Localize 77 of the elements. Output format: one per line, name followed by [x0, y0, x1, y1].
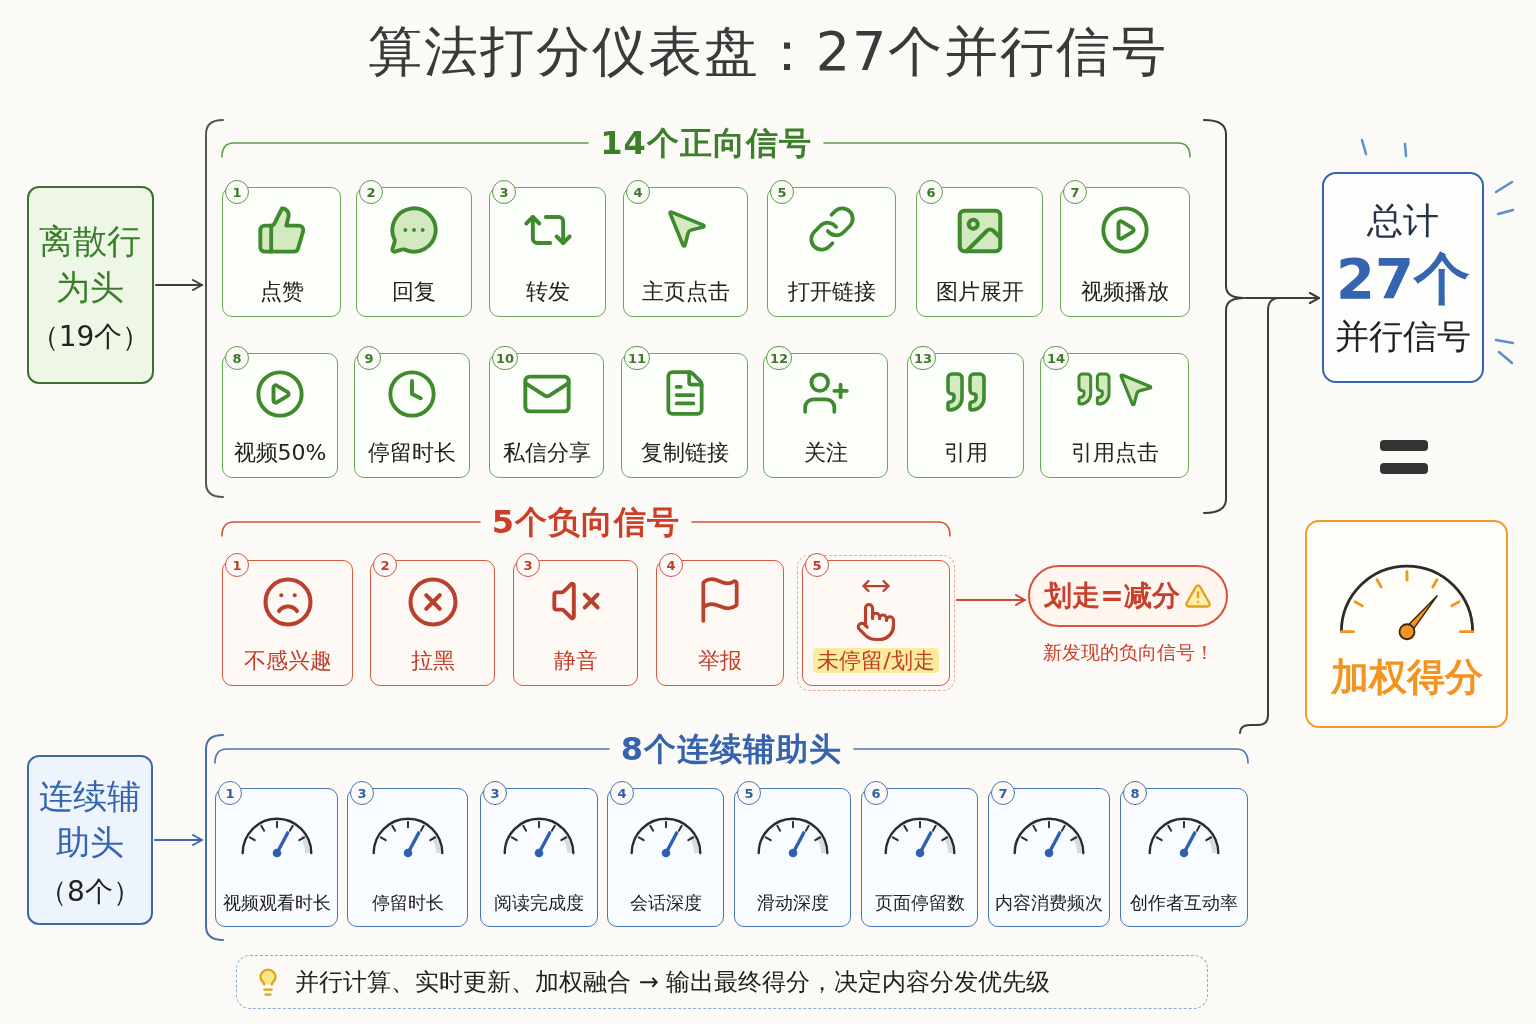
- head-count: （8个）: [39, 877, 141, 906]
- callout-number: 10: [492, 346, 519, 370]
- total-box: [1322, 172, 1484, 383]
- callout-number: 1: [225, 180, 249, 204]
- head-count: （19个）: [30, 322, 151, 351]
- signal-label: 点赞: [259, 278, 304, 304]
- signal-label: 引用点击: [1070, 439, 1159, 465]
- head-title: 连续辅助头: [38, 775, 142, 864]
- callout-number: 3: [350, 781, 374, 805]
- callout-number: 11: [624, 346, 651, 370]
- callout-number: 6: [919, 180, 943, 204]
- head-title: 离散行为头: [38, 220, 143, 309]
- callout-number: 4: [659, 553, 683, 577]
- group-heading: 5个负向信号: [491, 506, 681, 538]
- callout-number: 5: [805, 553, 829, 577]
- callout-number: 4: [626, 180, 650, 204]
- callout-number: 8: [1123, 781, 1147, 805]
- signal-label: 拉黑: [410, 647, 455, 673]
- signal-label: 阅读完成度: [494, 893, 584, 914]
- caption-text: 并行计算、实时更新、加权融合 → 输出最终得分，决定内容分发优先级: [295, 970, 1051, 994]
- total-number: 27个: [1336, 250, 1470, 307]
- signal-label: 举报: [698, 647, 742, 673]
- callout-number: 5: [770, 180, 794, 204]
- signal-label: 引用: [943, 439, 988, 465]
- arrow: [154, 834, 203, 846]
- signal-label: 内容消费频次: [995, 893, 1103, 914]
- arrow: [155, 279, 203, 291]
- signal-label: 视频50%: [233, 439, 327, 465]
- score-box: [1305, 520, 1508, 728]
- head-box: [27, 186, 154, 384]
- total-label: 总计: [1367, 202, 1439, 239]
- callout-number: 6: [864, 781, 888, 805]
- callout-number: 1: [225, 553, 249, 577]
- callout-number: 14: [1043, 346, 1070, 370]
- signal-label: 视频播放: [1081, 278, 1169, 304]
- total-caption: 并行信号: [1335, 318, 1471, 353]
- callout-number: 7: [991, 781, 1015, 805]
- callout-number: 4: [610, 781, 634, 805]
- callout-number: 5: [737, 781, 761, 805]
- score-label: 加权得分: [1330, 658, 1483, 696]
- group-heading: 8个连续辅助头: [620, 733, 843, 765]
- signal-label: 视频观看时长: [222, 893, 331, 914]
- signal-label: 关注: [803, 439, 848, 465]
- callout-number: 13: [910, 346, 937, 370]
- signal-label: 未停留/划走: [813, 647, 939, 673]
- signal-label: 转发: [525, 278, 570, 304]
- signal-label: 私信分享: [502, 439, 591, 465]
- callout-number: 3: [483, 781, 507, 805]
- note-text: 新发现的负向信号！: [1042, 641, 1214, 664]
- signal-label: 打开链接: [787, 278, 876, 304]
- callout-number: 9: [357, 346, 381, 370]
- warning-text: 划走=减分: [1044, 582, 1180, 610]
- signal-label: 页面停留数: [874, 893, 965, 914]
- callout-number: 1: [218, 781, 242, 805]
- callout-number: 2: [373, 553, 397, 577]
- signal-label: 停留时长: [368, 439, 456, 465]
- signal-label: 停留时长: [371, 893, 444, 914]
- callout-number: 3: [492, 180, 516, 204]
- callout-number: 8: [225, 346, 249, 370]
- signal-label: 回复: [392, 278, 436, 304]
- callout-number: 2: [359, 180, 383, 204]
- group-heading: 14个正向信号: [600, 127, 812, 159]
- signal-label: 图片展开: [935, 278, 1024, 304]
- signal-label: 不感兴趣: [243, 647, 332, 673]
- arrow: [1239, 292, 1320, 734]
- arrow: [956, 594, 1026, 606]
- callout-number: 3: [516, 553, 540, 577]
- signal-label: 主页点击: [641, 278, 730, 304]
- callout-number: 12: [766, 346, 793, 370]
- head-box: [27, 755, 153, 925]
- signal-label: 静音: [553, 647, 598, 673]
- signal-label: 滑动深度: [756, 893, 829, 914]
- signal-label: 会话深度: [629, 893, 702, 914]
- title: 算法打分仪表盘：27个并行信号: [367, 20, 1169, 85]
- signal-label: 复制链接: [640, 439, 729, 465]
- signal-label: 创作者互动率: [1130, 893, 1238, 914]
- callout-number: 7: [1063, 180, 1087, 204]
